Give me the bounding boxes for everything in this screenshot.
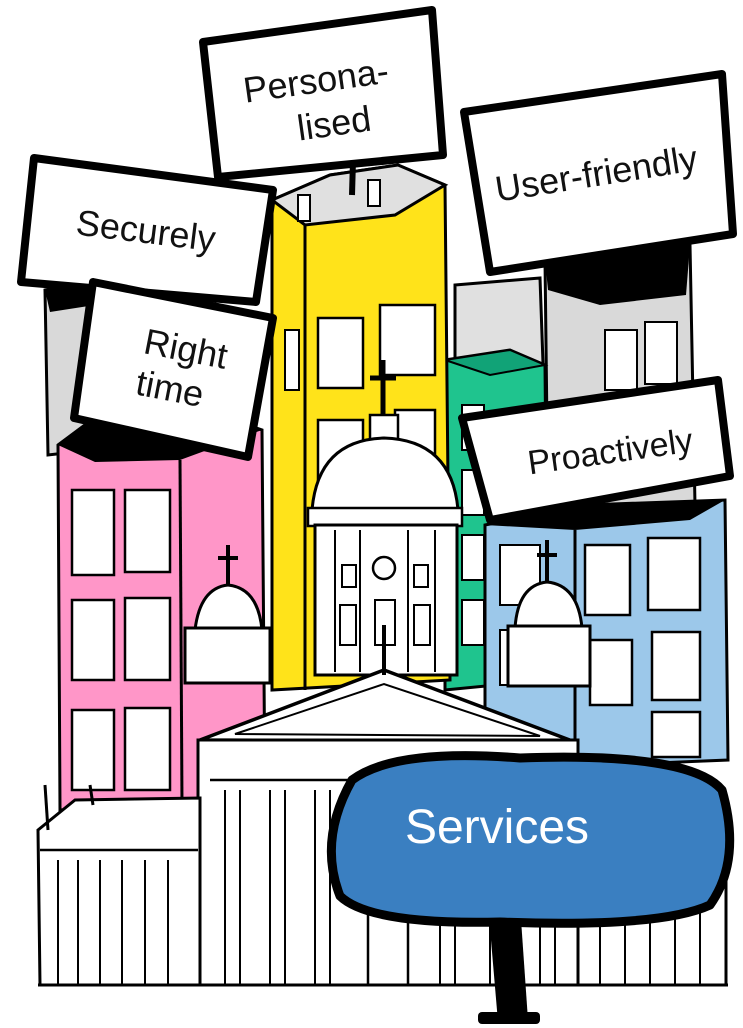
services-label: Services — [405, 801, 589, 854]
sign-personalised: Persona- lised — [199, 6, 447, 196]
sign-right-time: Right time — [70, 278, 277, 461]
pink-building — [56, 403, 267, 812]
services-sign: Services — [326, 751, 735, 1024]
sign-user-friendly: User-friendly — [460, 70, 737, 276]
sign-proactively: Proactively — [458, 376, 734, 524]
sign-securely: Securely — [17, 154, 277, 306]
sign-personalised-line2: lised — [295, 98, 374, 149]
